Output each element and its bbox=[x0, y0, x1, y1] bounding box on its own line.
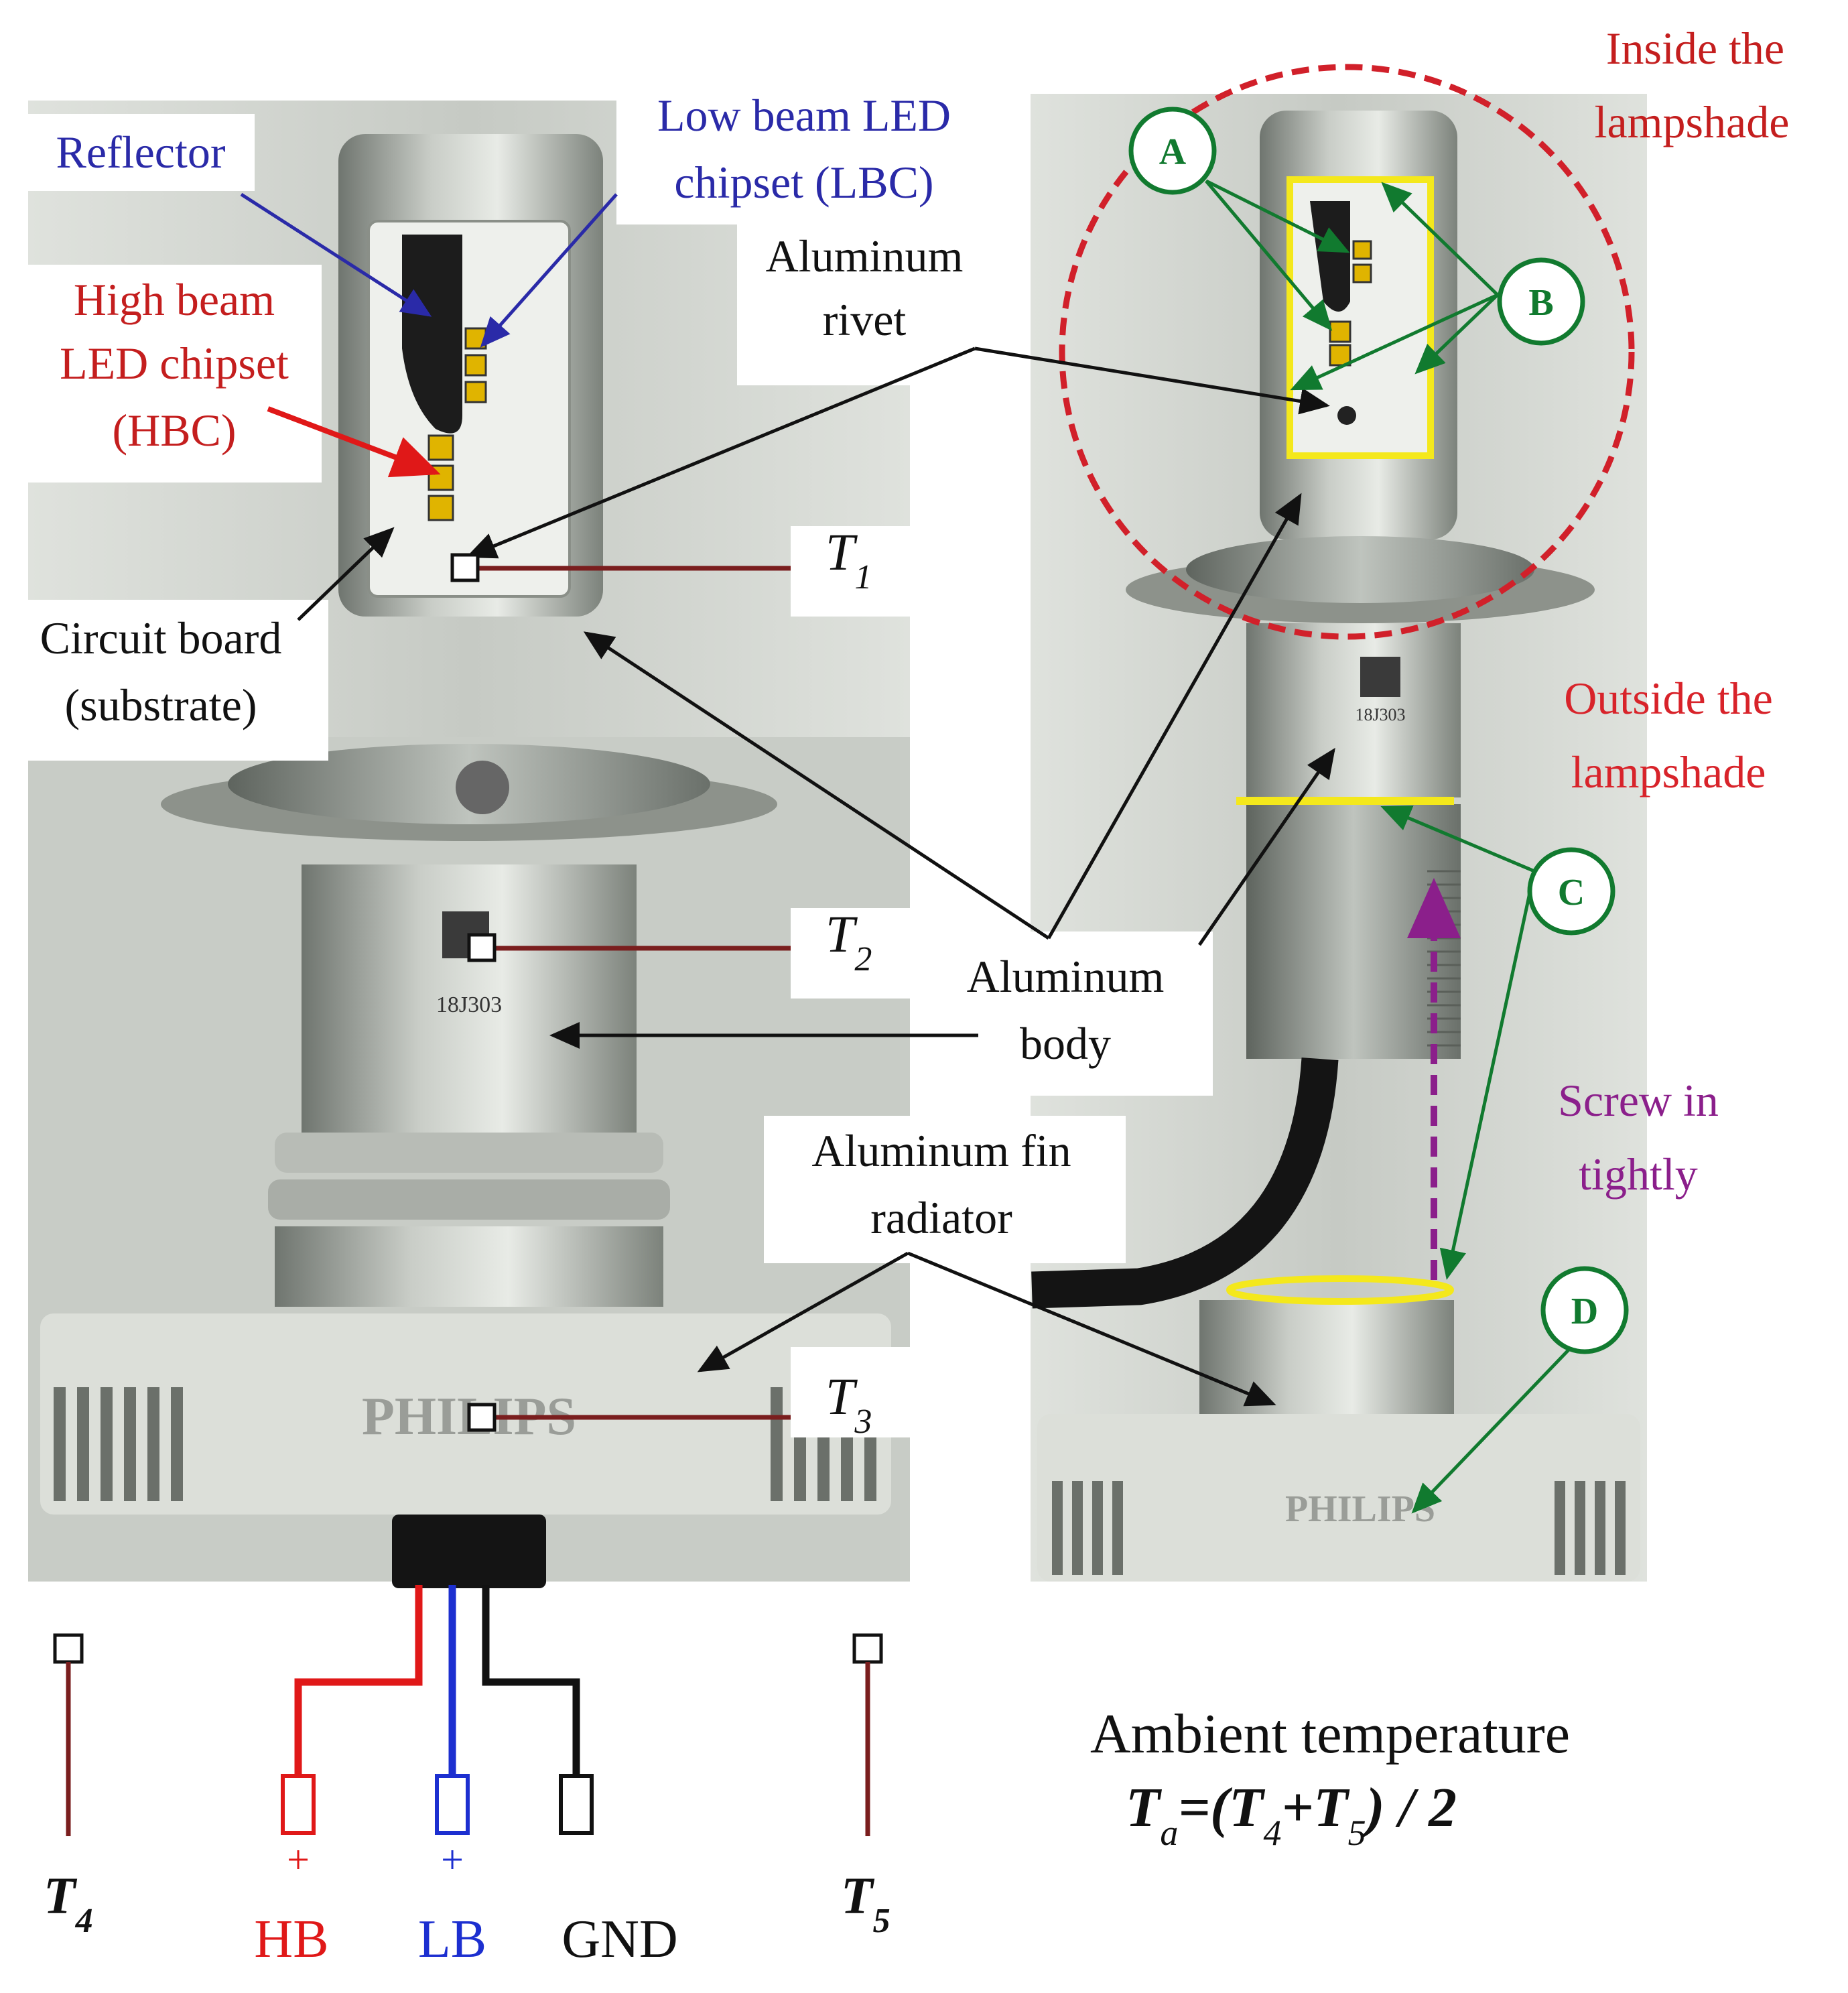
inside-lampshade-circle bbox=[1059, 64, 1635, 640]
highlight-b-outline bbox=[1286, 176, 1434, 459]
arrow-fin-right bbox=[907, 1251, 1276, 1407]
arrows bbox=[240, 179, 1576, 1514]
terminal-gnd bbox=[559, 1774, 594, 1835]
batch-code-left: 18J303 bbox=[436, 992, 502, 1017]
markers: A B C D bbox=[1128, 107, 1629, 1354]
reflector-shape bbox=[402, 235, 462, 434]
arrow-b-1 bbox=[1381, 182, 1499, 296]
svg-text:A: A bbox=[1159, 131, 1187, 173]
arrow-hbc bbox=[267, 406, 441, 478]
arrow-rivet-left bbox=[466, 346, 976, 559]
marker-b: B bbox=[1497, 257, 1585, 346]
ambient-probes bbox=[53, 1633, 883, 1836]
plus-hb: + bbox=[287, 1838, 310, 1882]
arrow-reflector bbox=[240, 192, 432, 317]
arrow-b-2 bbox=[1290, 293, 1499, 391]
label-rivet-1: Aluminum bbox=[766, 231, 964, 281]
label-screw-1: Screw in bbox=[1558, 1075, 1719, 1126]
batch-code-right: 18J303 bbox=[1355, 705, 1405, 724]
arrow-lbc bbox=[480, 193, 618, 348]
label-screw-2: tightly bbox=[1579, 1149, 1698, 1200]
arrow-circuit-board bbox=[297, 527, 395, 621]
label-gnd: GND bbox=[562, 1910, 677, 1969]
ambient-equation: Ta=(T4+T5) / 2 bbox=[1126, 1777, 1457, 1853]
highlights bbox=[1059, 64, 1635, 1305]
arrow-body-3 bbox=[1197, 747, 1335, 946]
label-reflector: Reflector bbox=[56, 127, 226, 178]
sensor-point-t1 bbox=[450, 553, 480, 582]
wire-labels: + + HB LB GND bbox=[254, 1838, 677, 1969]
arrow-b-3 bbox=[1414, 294, 1499, 375]
arrow-rivet-right bbox=[974, 346, 1330, 415]
label-lbc-2: chipset (LBC) bbox=[674, 157, 933, 208]
label-fin-1: Aluminum fin bbox=[811, 1125, 1071, 1176]
lbc-chips bbox=[464, 327, 487, 403]
highlight-d-ellipse bbox=[1226, 1275, 1454, 1305]
arrow-c-1 bbox=[1380, 806, 1535, 873]
sensor-label-t1: T1 bbox=[826, 523, 872, 596]
label-outside-2: lampshade bbox=[1571, 747, 1766, 797]
label-lbc-1: Low beam LED bbox=[657, 90, 951, 141]
label-circuit-1: Circuit board bbox=[40, 613, 282, 663]
label-rivet-2: rivet bbox=[823, 294, 907, 345]
arrow-body-2 bbox=[1047, 493, 1302, 940]
label-outside-1: Outside the bbox=[1564, 673, 1773, 724]
sensor-point-t5 bbox=[852, 1633, 883, 1664]
label-hbc-3: (HBC) bbox=[112, 405, 236, 456]
sensor-label-t3: T3 bbox=[826, 1367, 872, 1441]
marker-a: A bbox=[1128, 107, 1217, 195]
terminal-hb bbox=[281, 1774, 316, 1835]
arrow-fin-left bbox=[697, 1251, 909, 1372]
label-hbc-2: LED chipset bbox=[60, 338, 289, 389]
arrow-a-2 bbox=[1205, 180, 1333, 331]
label-lb: LB bbox=[418, 1910, 486, 1969]
svg-text:D: D bbox=[1571, 1291, 1598, 1332]
label-body-2: body bbox=[1020, 1018, 1111, 1069]
arrow-a-1 bbox=[1205, 179, 1350, 253]
brand-logo-right: PHILIPS bbox=[1285, 1488, 1435, 1530]
cable bbox=[1031, 1057, 1339, 1309]
sensor-point-t4 bbox=[53, 1633, 84, 1664]
sensor-label-t2: T2 bbox=[826, 905, 872, 978]
marker-c: C bbox=[1527, 847, 1615, 936]
label-inside-1: Inside the bbox=[1606, 23, 1784, 74]
svg-text:C: C bbox=[1558, 872, 1585, 913]
marker-d: D bbox=[1540, 1266, 1629, 1354]
sensor-label-t4: T4 bbox=[44, 1866, 93, 1940]
arrow-c-2 bbox=[1439, 871, 1536, 1280]
wire-hb bbox=[294, 1585, 423, 1776]
wire-gnd bbox=[482, 1585, 580, 1776]
rivet-dot bbox=[1337, 406, 1356, 425]
svg-text:B: B bbox=[1528, 282, 1553, 324]
terminal-lb bbox=[435, 1774, 470, 1835]
text-labels: Reflector Low beam LED chipset (LBC) Hig… bbox=[40, 23, 1790, 1243]
sensor-label-t5: T5 bbox=[841, 1866, 890, 1940]
label-inside-2: lampshade bbox=[1595, 97, 1790, 147]
plus-lb: + bbox=[441, 1838, 464, 1882]
label-hb: HB bbox=[254, 1910, 328, 1969]
label-fin-2: radiator bbox=[870, 1192, 1012, 1243]
sensor-labels: T1 T2 T3 T4 T5 bbox=[44, 523, 890, 1940]
ambient-title: Ambient temperature bbox=[1090, 1703, 1570, 1765]
ambient-formula: Ambient temperature Ta=(T4+T5) / 2 bbox=[1090, 1703, 1570, 1853]
label-circuit-2: (substrate) bbox=[64, 680, 257, 730]
right-photo: 18J303 PHILIPS bbox=[1031, 94, 1647, 1582]
label-body-1: Aluminum bbox=[967, 951, 1165, 1002]
wires bbox=[281, 1585, 594, 1835]
label-boxes bbox=[0, 87, 1213, 1437]
hbc-chips bbox=[427, 434, 454, 521]
sensor-point-t2 bbox=[467, 933, 497, 962]
sensor-point-t3 bbox=[467, 1403, 497, 1432]
arrow-body-1 bbox=[583, 631, 1050, 940]
label-hbc-1: High beam bbox=[74, 274, 275, 325]
arrow-d bbox=[1411, 1342, 1576, 1514]
sensor-points bbox=[450, 553, 791, 1432]
